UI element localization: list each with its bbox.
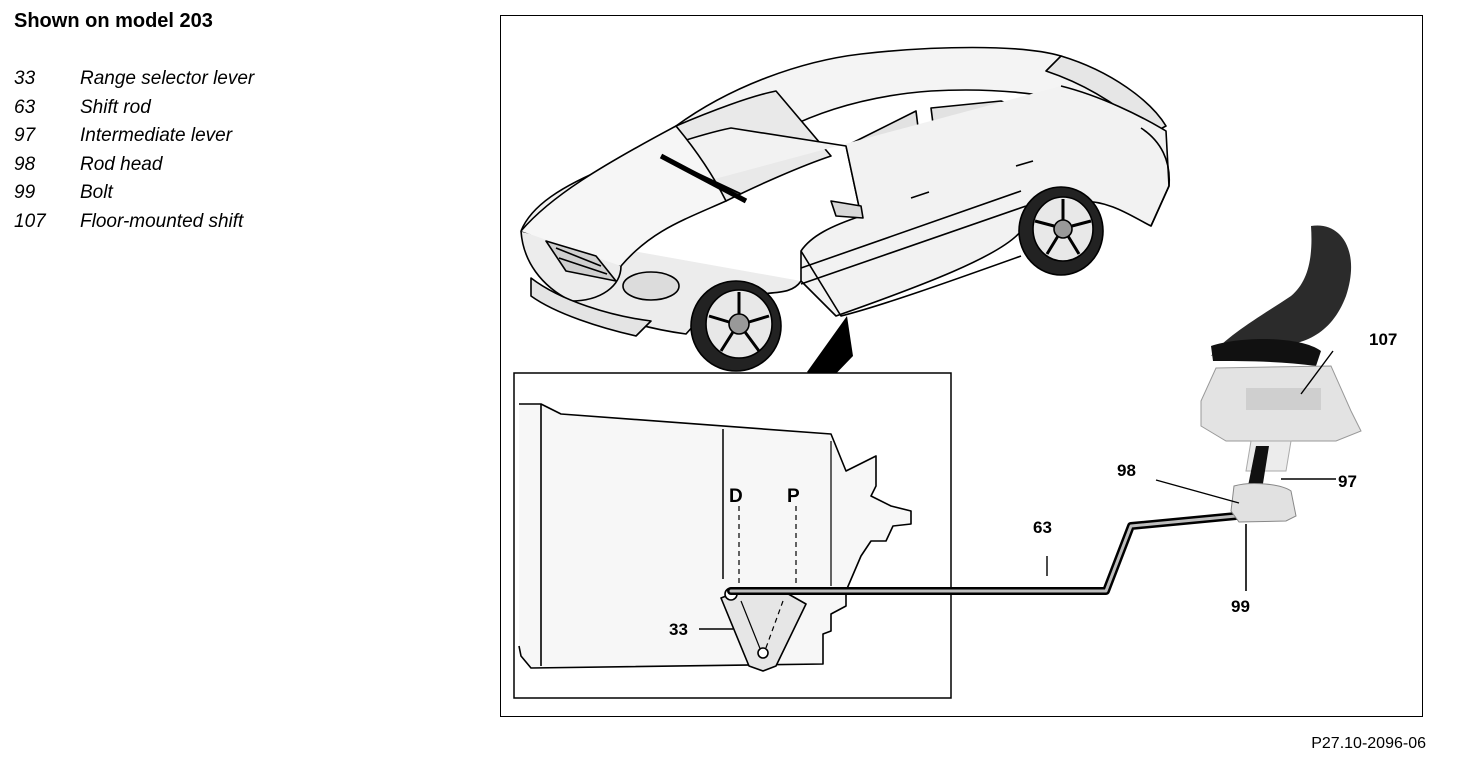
legend-number: 97: [14, 125, 36, 146]
legend-item: 107 Floor-mounted shift: [14, 211, 254, 240]
legend-number: 33: [14, 68, 36, 89]
legend-number: 107: [14, 210, 46, 232]
shift-linkage-figure: 107 98 97 63 99 33 D P: [500, 15, 1423, 717]
legend-label: Range selector lever: [80, 68, 255, 89]
legend-label: Floor-mounted shift: [80, 210, 244, 232]
legend-item: 99 Bolt: [14, 182, 254, 211]
page-title: Shown on model 203: [14, 10, 213, 32]
legend-number: 98: [14, 153, 36, 175]
car-illustration: [520, 46, 1171, 372]
legend-label: Bolt: [80, 182, 113, 203]
floor-shift-assembly: [1046, 225, 1362, 591]
legend-item: 33 Range selector lever: [14, 68, 254, 97]
callout-97: 97: [1338, 472, 1357, 491]
legend-label: Shift rod: [80, 96, 151, 118]
pointer-arrow: [807, 316, 853, 384]
legend-item: 98 Rod head: [14, 154, 254, 183]
gear-position-p: P: [787, 486, 800, 507]
callout-33: 33: [669, 620, 688, 639]
callout-98: 98: [1117, 461, 1136, 480]
legend-item: 97 Intermediate lever: [14, 125, 254, 154]
parts-legend: 33 Range selector lever 63 Shift rod 97 Int…: [14, 68, 254, 239]
callout-63: 63: [1033, 518, 1052, 537]
figure-reference: P27.10-2096-06: [1311, 735, 1426, 752]
transmission-inset: [513, 372, 952, 699]
gear-position-d: D: [729, 486, 743, 507]
callout-99: 99: [1231, 597, 1250, 616]
legend-number: 63: [14, 96, 36, 118]
callout-107: 107: [1369, 330, 1397, 349]
legend-label: Rod head: [80, 153, 163, 175]
legend-number: 99: [14, 182, 36, 203]
legend-item: 63 Shift rod: [14, 97, 254, 126]
figure-drawing: 107 98 97 63 99 33 D P: [513, 46, 1397, 699]
legend-label: Intermediate lever: [80, 125, 233, 146]
